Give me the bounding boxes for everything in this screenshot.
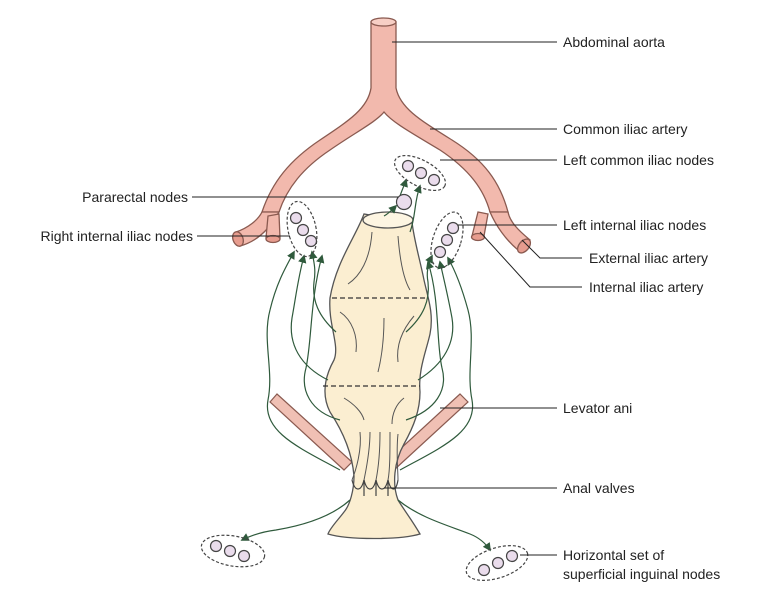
lymph-vessel-left-2	[417, 260, 454, 381]
left-external-iliac-end	[516, 238, 532, 254]
label-right-internal-iliac-nodes: Right internal iliac nodes	[40, 228, 193, 244]
lymphatic-vessels	[240, 178, 491, 552]
lymph-node	[209, 539, 223, 553]
label-common-iliac-artery: Common iliac artery	[563, 121, 688, 137]
label-left-common-iliac-nodes: Left common iliac nodes	[563, 152, 714, 168]
abdominal-aorta	[261, 21, 509, 213]
label-pararectal-nodes: Pararectal nodes	[82, 189, 188, 205]
label-horizontal-set-line2: superficial inguinal nodes	[563, 566, 721, 582]
node-group-outline	[430, 211, 464, 269]
leader-external-iliac-artery	[521, 239, 582, 259]
lymph-node	[401, 159, 415, 173]
lymph-node	[304, 234, 318, 248]
lymph-vessel-right-3	[309, 250, 337, 333]
lymph-node	[433, 245, 447, 259]
lymph-vessel-pararectal-in	[383, 204, 398, 217]
label-left-internal-iliac-nodes: Left internal iliac nodes	[563, 217, 707, 233]
node-group-outline	[286, 200, 318, 258]
lymph-vessel-right-2	[290, 254, 329, 381]
lymph-vessel-pararectal-up	[399, 178, 408, 197]
lymph-node	[440, 233, 454, 247]
right-external-iliac-end	[231, 231, 245, 247]
lymph-node	[446, 221, 460, 235]
lymph-node	[505, 549, 519, 563]
lymph-node	[289, 211, 303, 225]
label-internal-iliac-artery: Internal iliac artery	[589, 279, 704, 295]
label-abdominal-aorta: Abdominal aorta	[563, 34, 665, 50]
label-horizontal-set-line1: Horizontal set of	[563, 547, 665, 563]
lymph-node	[491, 556, 505, 570]
lymph-nodes	[200, 154, 529, 581]
label-levator-ani: Levator ani	[563, 400, 633, 416]
lymph-node	[223, 544, 237, 558]
label-external-iliac-artery: External iliac artery	[589, 250, 709, 266]
right-internal-iliac-end	[265, 234, 281, 244]
lymph-node	[477, 563, 491, 577]
rectum	[323, 211, 432, 540]
right-internal-iliac-artery	[265, 213, 281, 239]
lymph-node	[296, 223, 310, 237]
lymph-vessel-left-4	[405, 260, 444, 421]
lymph-node	[414, 166, 428, 180]
lymph-vessel-left-1	[399, 256, 474, 471]
lymph-vessel-inguinal-left	[397, 499, 491, 552]
left-common-iliac-nodes	[393, 154, 447, 192]
node-group-outline	[200, 534, 266, 568]
aorta-top	[370, 17, 397, 27]
leader-internal-iliac-artery	[479, 231, 582, 288]
lymph-vessel-rectum-left-common	[409, 184, 422, 233]
arteries	[231, 17, 532, 254]
rectum-body	[324, 213, 432, 540]
anal-columns	[351, 431, 399, 481]
right-internal-iliac-nodes	[286, 200, 318, 258]
right-superficial-inguinal-nodes	[200, 534, 266, 568]
node-group-outline	[465, 545, 529, 581]
lymph-node	[237, 549, 251, 563]
pararectal-node	[395, 193, 413, 211]
left-internal-iliac-nodes	[430, 211, 464, 269]
left-superficial-inguinal-nodes	[465, 545, 529, 581]
label-anal-valves: Anal valves	[563, 480, 635, 496]
rectal-folds	[339, 231, 415, 425]
node-group-outline	[393, 154, 447, 192]
rectum-top-opening	[362, 211, 414, 229]
lymph-vessel-inguinal-right	[240, 499, 351, 541]
lymph-vessel-right-1	[266, 250, 341, 471]
lymph-node	[427, 173, 441, 187]
leader-lines	[192, 41, 582, 556]
lymph-vessel-right-4	[303, 254, 341, 421]
